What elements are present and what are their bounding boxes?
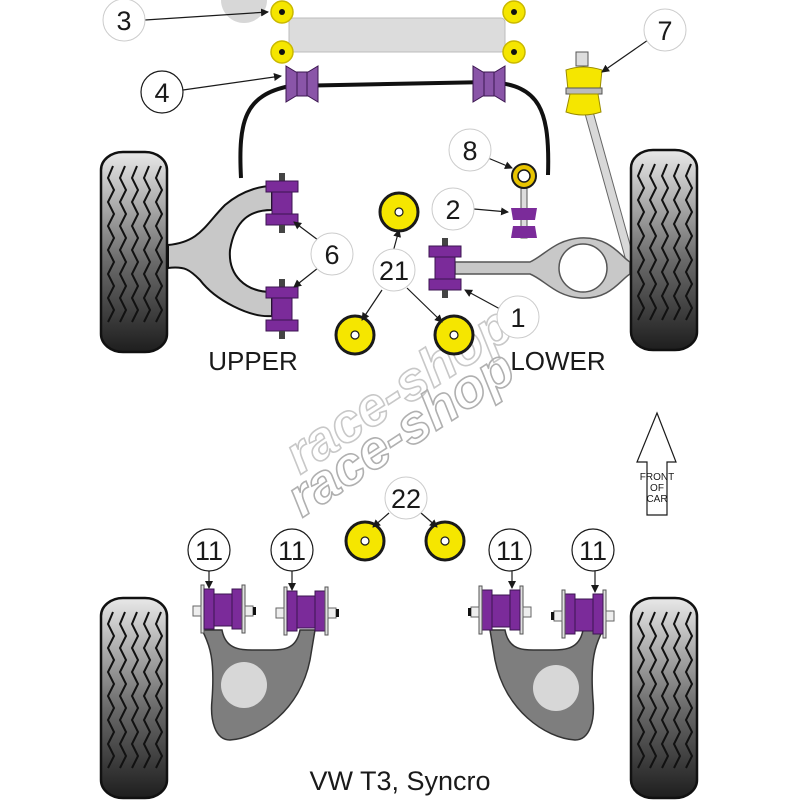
callout-label: 7	[657, 16, 672, 46]
callout-4: 4	[140, 70, 184, 114]
tyre-front-left	[99, 150, 169, 354]
callout-label: 11	[195, 536, 223, 566]
crossmember-bush	[270, 40, 294, 64]
lower-arm	[454, 237, 631, 299]
rear-arm-bush	[192, 584, 257, 634]
callout-11: 11	[488, 528, 532, 572]
rear-arm-bush	[550, 589, 615, 639]
front-crossmember	[288, 17, 506, 53]
crossmember-bush	[502, 0, 526, 24]
loose-bush-21	[334, 314, 376, 356]
callout-21: 21	[372, 248, 416, 292]
rear-trailing-arm-left	[200, 0, 316, 741]
anti-roll-bar	[238, 79, 551, 179]
callout-11: 11	[571, 528, 615, 572]
callout-label: 8	[462, 136, 477, 166]
front-of-car-label-line-2: OF	[650, 483, 664, 494]
upper-wishbone	[167, 184, 273, 318]
tie-bar	[565, 51, 637, 269]
loose-bush-22	[424, 520, 466, 562]
callout-label: 4	[154, 78, 169, 108]
callout-label: 22	[391, 484, 421, 514]
diagram-title: VW T3, Syncro	[309, 766, 490, 796]
callout-label: 11	[496, 536, 524, 566]
callout-label: 1	[510, 303, 525, 333]
front-of-car-label-line-1: FRONT	[640, 472, 674, 483]
link-bush	[511, 208, 537, 238]
loose-bush-21	[433, 314, 475, 356]
anti-roll-bar-bush-left	[285, 65, 319, 103]
callout-11: 11	[270, 528, 314, 572]
front-of-car-arrow-icon: FRONT OF CAR	[636, 411, 677, 516]
callout-7: 7	[643, 8, 687, 52]
rear-arm-bush	[467, 585, 532, 635]
callout-label: 21	[379, 256, 409, 286]
callout-label: 3	[116, 6, 131, 36]
callout-6: 6	[310, 232, 354, 276]
section-label-upper: UPPER	[208, 346, 298, 376]
rear-arm-bush	[275, 586, 340, 636]
front-of-car-label-line-3: CAR	[646, 494, 667, 505]
anti-roll-bar-bush-right	[472, 65, 506, 103]
callout-11: 11	[187, 528, 231, 572]
callout-1: 1	[496, 295, 540, 339]
callout-3: 3	[102, 0, 146, 42]
callout-label: 6	[324, 240, 339, 270]
callout-label: 2	[445, 195, 460, 225]
tyre-rear-left	[99, 596, 169, 800]
crossmember-bush	[270, 0, 294, 24]
section-label-lower: LOWER	[510, 346, 605, 376]
callout-label: 11	[579, 536, 607, 566]
callout-2: 2	[431, 187, 475, 231]
loose-bush-21	[378, 191, 420, 233]
leader-lines	[144, 8, 649, 593]
loose-bush-22	[344, 520, 386, 562]
callout-label: 11	[278, 536, 306, 566]
tyre-rear-right	[629, 596, 699, 800]
callout-8: 8	[448, 128, 492, 172]
tyre-front-right	[629, 148, 699, 352]
rear-trailing-arm-right	[489, 629, 605, 741]
callout-22: 22	[384, 476, 428, 520]
crossmember-bush	[502, 40, 526, 64]
